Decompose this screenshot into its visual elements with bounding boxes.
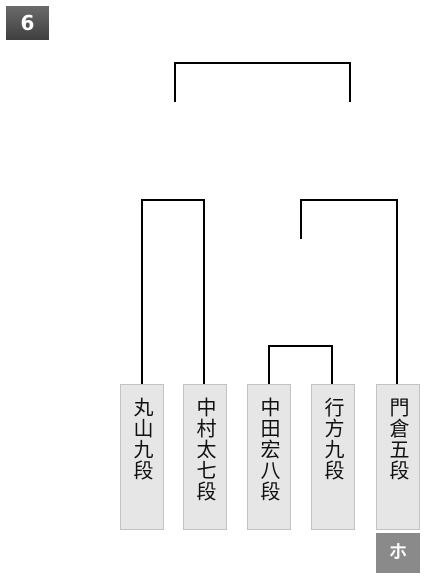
final-bracket-top-line <box>174 62 351 64</box>
player-name: 行方九段 <box>321 397 345 481</box>
player-name: 中田宏八段 <box>257 397 281 502</box>
left-bracket-right-line <box>203 199 205 384</box>
player-box-kadokura[interactable]: 門倉五段 <box>376 384 420 530</box>
final-bracket-right-line <box>349 62 351 102</box>
player-box-nakamura[interactable]: 中村太七段 <box>183 384 227 530</box>
right-bracket-top-line <box>300 199 398 201</box>
block-number-badge: 6 <box>6 6 49 40</box>
block-tag: ホ <box>376 533 420 573</box>
player-box-namekata[interactable]: 行方九段 <box>311 384 355 530</box>
player-box-maruyama[interactable]: 丸山九段 <box>120 384 164 530</box>
left-bracket-left-line <box>141 199 143 384</box>
inner-bracket-left-line <box>268 345 270 384</box>
left-bracket-top-line <box>141 199 205 201</box>
inner-bracket-right-line <box>331 345 333 384</box>
player-name: 丸山九段 <box>130 397 154 481</box>
final-bracket-left-line <box>174 62 176 102</box>
player-name: 門倉五段 <box>386 397 410 481</box>
inner-bracket-top-line <box>268 345 333 347</box>
player-box-nakata[interactable]: 中田宏八段 <box>247 384 291 530</box>
right-bracket-right-line <box>396 199 398 384</box>
right-bracket-left-line <box>300 199 302 239</box>
player-name: 中村太七段 <box>193 397 217 502</box>
